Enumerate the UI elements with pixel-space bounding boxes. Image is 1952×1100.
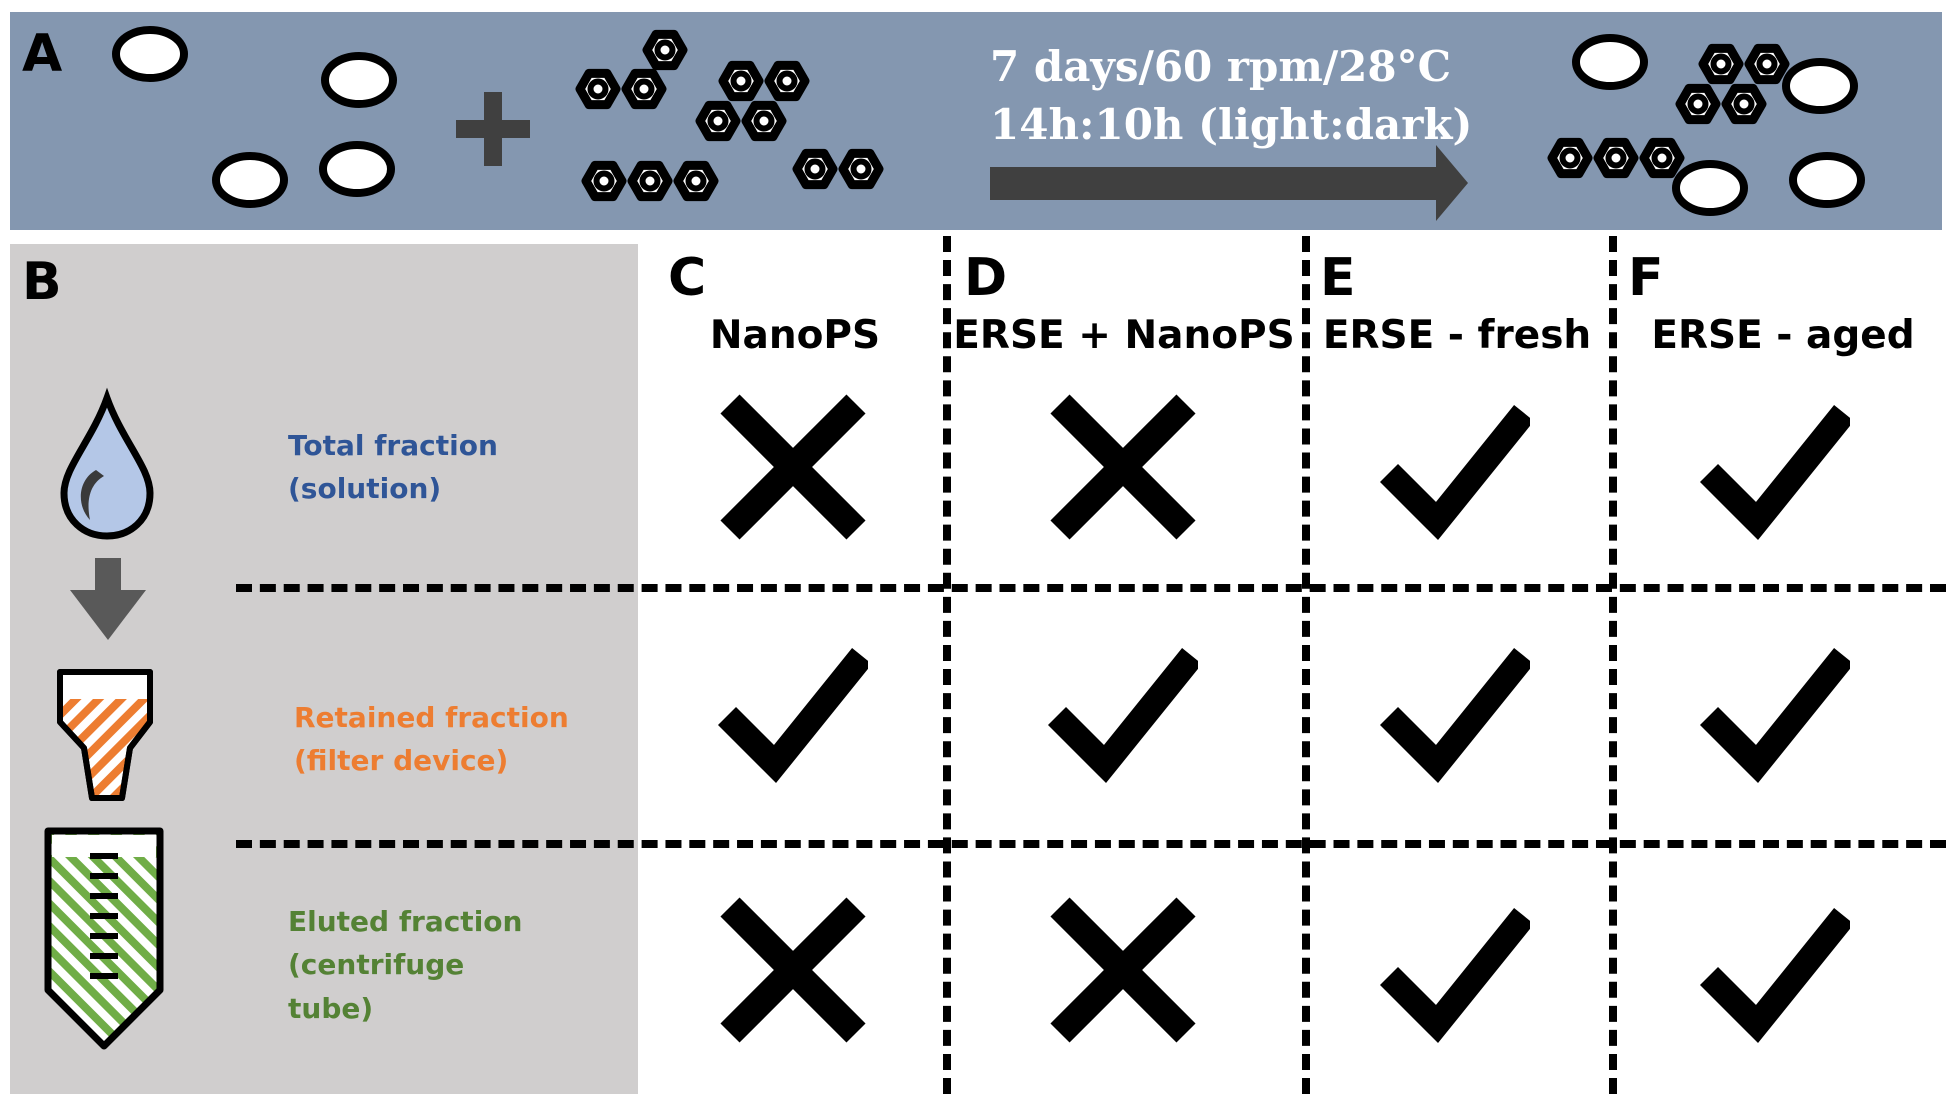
checkmark-icon (1380, 895, 1530, 1045)
panel-d-letter: D (964, 248, 1008, 308)
process-arrow-icon (990, 145, 1468, 221)
water-drop-icon (60, 387, 154, 540)
checkmark-icon (718, 635, 868, 785)
centrifuge-tube-icon (44, 827, 164, 1050)
panel-e-letter: E (1320, 248, 1356, 308)
panel-b-letter: B (22, 252, 62, 312)
column-divider-1 (943, 236, 951, 1094)
column-title-erse-aged: ERSE - aged (1651, 313, 1915, 358)
column-title-nanops: NanoPS (709, 313, 881, 358)
row-divider-1 (236, 584, 1946, 592)
down-arrow-icon (70, 558, 146, 640)
checkmark-icon (1380, 392, 1530, 542)
panel-a-letter: A (22, 24, 63, 84)
plus-icon (456, 92, 530, 166)
column-divider-3 (1609, 236, 1617, 1094)
panel-a-illustration (112, 26, 1865, 221)
fraction-label-retained: Retained fraction (filter device) (294, 701, 569, 778)
checkmark-icon (1700, 392, 1850, 542)
cross-icon (1048, 895, 1198, 1045)
checkmark-icon (1380, 635, 1530, 785)
column-title-erse-fresh: ERSE - fresh (1322, 313, 1592, 358)
incubation-conditions-line-2: 14h:10h (light:dark) (990, 100, 1473, 149)
checkmark-icon (1048, 635, 1198, 785)
cross-icon (718, 392, 868, 542)
panel-c-letter: C (668, 248, 707, 308)
nanoparticle-ellipses-right (1572, 34, 1865, 216)
column-title-erse-nanops: ERSE + NanoPS (953, 313, 1295, 358)
cross-icon (718, 895, 868, 1045)
panel-f-letter: F (1628, 248, 1664, 308)
nanoparticle-ellipses-left (112, 26, 397, 208)
checkmark-icon (1700, 895, 1850, 1045)
column-divider-2 (1302, 236, 1310, 1094)
fraction-label-total: Total fraction (solution) (288, 429, 498, 506)
row-divider-2 (236, 840, 1946, 848)
filter-device-icon (57, 669, 153, 801)
fraction-label-eluted: Eluted fraction (centrifuge tube) (288, 905, 523, 1025)
checkmark-icon (1700, 635, 1850, 785)
cross-icon (1048, 392, 1198, 542)
fraction-icons (44, 387, 164, 1050)
incubation-conditions-line-1: 7 days/60 rpm/28°C (990, 42, 1452, 91)
